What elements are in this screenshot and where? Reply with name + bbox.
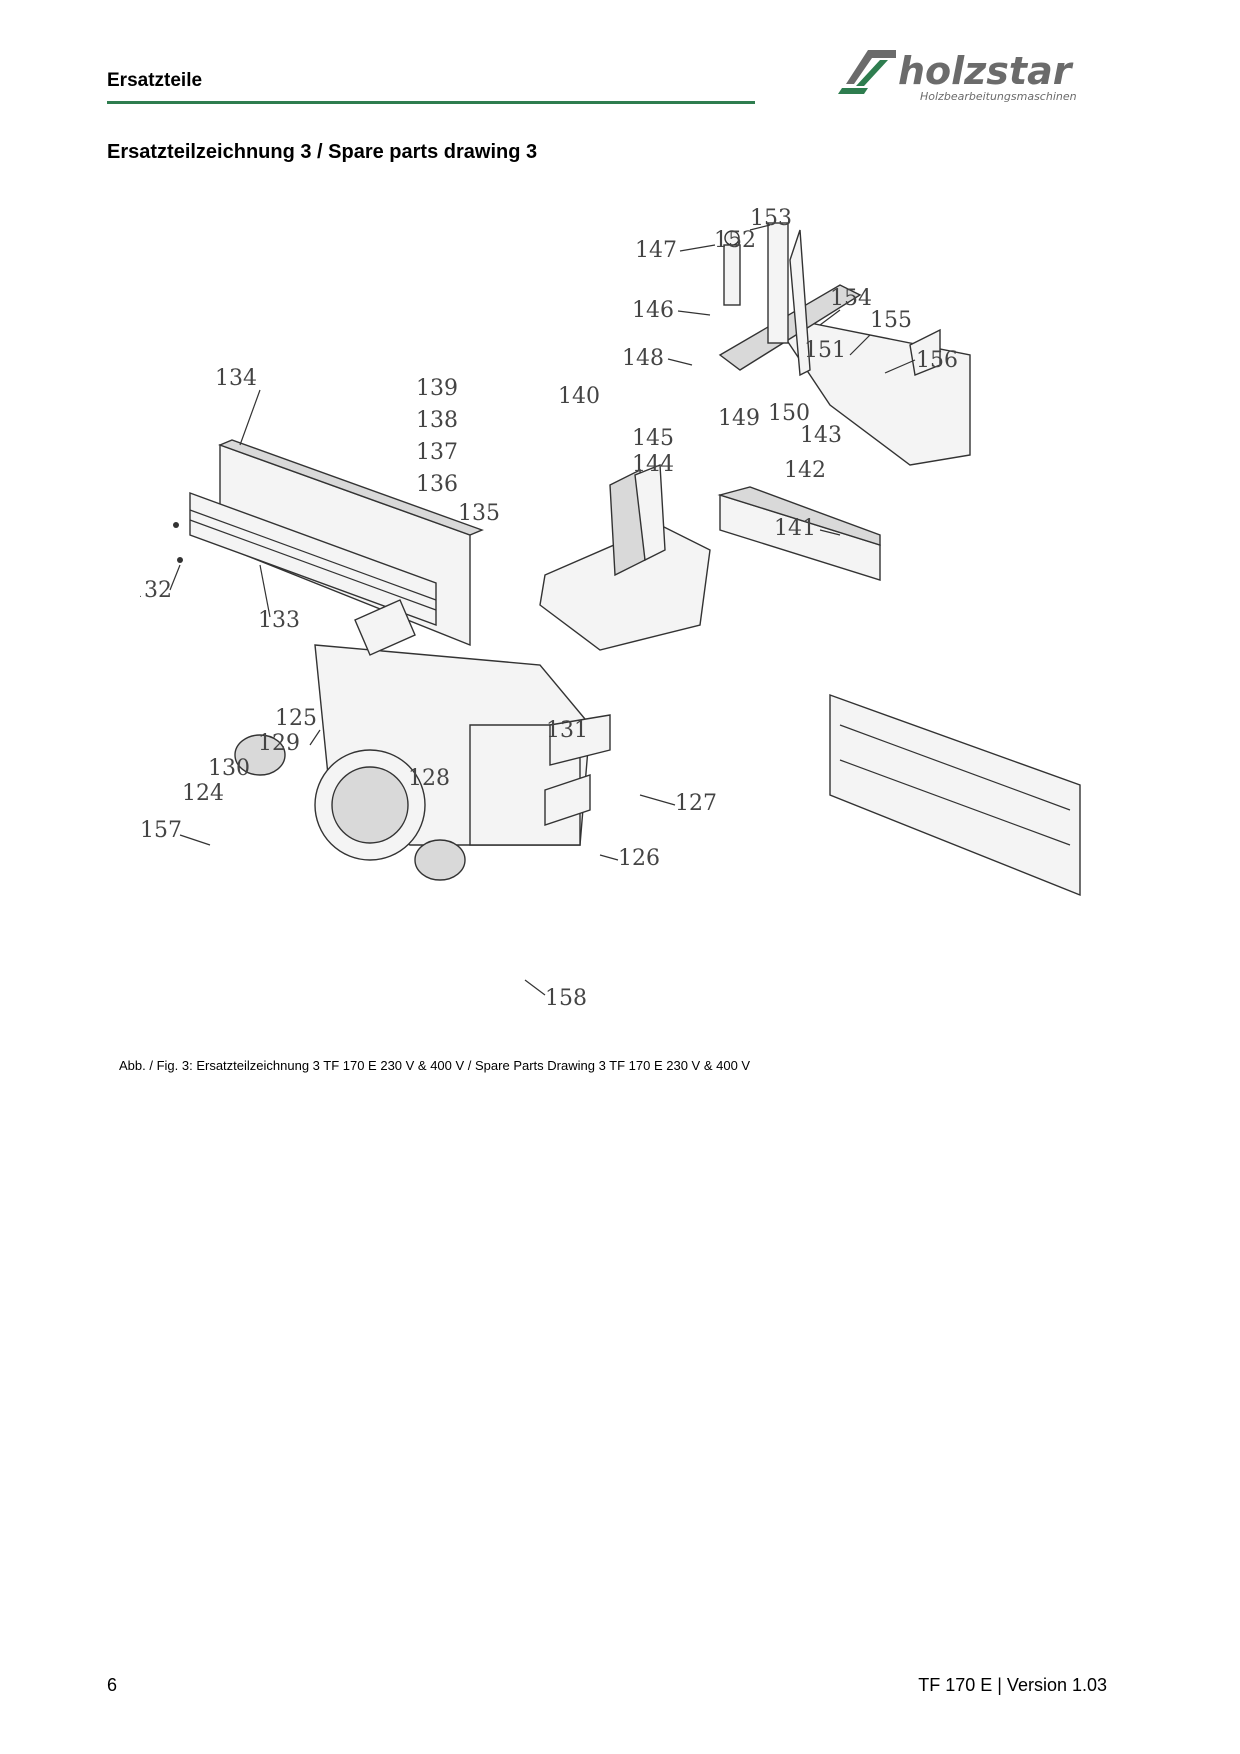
callout-154: 154	[830, 286, 872, 311]
callout-153: 153	[750, 206, 792, 231]
plate-135	[539, 463, 711, 651]
callout-145: 145	[632, 426, 674, 451]
callout-152: 152	[714, 228, 756, 253]
callout-130: 130	[208, 756, 250, 781]
callout-labels: 153 152 147 146 154 155 151 156 148 134 …	[140, 206, 958, 1011]
callout-143: 143	[800, 423, 842, 448]
callout-137: 137	[416, 440, 458, 465]
callout-151: 151	[804, 338, 846, 363]
guard-assembly-146-156	[718, 222, 971, 466]
callout-147: 147	[635, 238, 677, 263]
stop-bar-141	[717, 486, 881, 581]
callout-138: 138	[416, 408, 458, 433]
callout-136: 136	[416, 472, 458, 497]
callout-150: 150	[768, 401, 810, 426]
callout-129: 129	[258, 731, 300, 756]
callout-144: 144	[632, 452, 674, 477]
callout-125: 125	[275, 706, 317, 731]
callout-126: 126	[618, 846, 660, 871]
callout-157: 157	[140, 818, 182, 843]
logo-tagline: Holzbearbeitungsmaschinen	[920, 90, 1077, 103]
base-unit-124-158	[234, 599, 611, 881]
callout-139: 139	[416, 376, 458, 401]
figure-caption: Abb. / Fig. 3: Ersatzteilzeichnung 3 TF …	[119, 1058, 751, 1073]
logo-wordmark: holzstar	[898, 49, 1074, 93]
fence-134-133	[173, 439, 484, 647]
callout-158: 158	[545, 986, 587, 1011]
callout-149: 149	[718, 406, 760, 431]
document-version: TF 170 E | Version 1.03	[918, 1675, 1107, 1695]
callout-140: 140	[558, 384, 600, 409]
callout-148: 148	[622, 346, 664, 371]
spare-parts-drawing: 153 152 147 146 154 155 151 156 148 134 …	[140, 206, 1081, 1011]
logo-emblem-icon	[838, 50, 896, 94]
callout-132: 132	[140, 578, 172, 603]
header-rule	[107, 101, 755, 104]
callout-141: 141	[774, 516, 816, 541]
callout-135: 135	[458, 501, 500, 526]
callout-146: 146	[632, 298, 674, 323]
callout-156: 156	[916, 348, 958, 373]
callout-155: 155	[870, 308, 912, 333]
callout-142: 142	[784, 458, 826, 483]
page-number: 6	[107, 1675, 118, 1695]
callout-131: 131	[546, 718, 588, 743]
page-title: Ersatzteilzeichnung 3 / Spare parts draw…	[107, 141, 538, 163]
callout-128: 128	[408, 766, 450, 791]
callout-133: 133	[258, 608, 300, 633]
section-heading: Ersatzteile	[107, 70, 203, 91]
leader-lines	[169, 224, 916, 996]
holzstar-logo: holzstar Holzbearbeitungsmaschinen	[838, 49, 1077, 103]
callout-127: 127	[675, 791, 717, 816]
callout-124: 124	[182, 781, 224, 806]
callout-134: 134	[215, 366, 257, 391]
fence-right-top	[829, 694, 1081, 897]
